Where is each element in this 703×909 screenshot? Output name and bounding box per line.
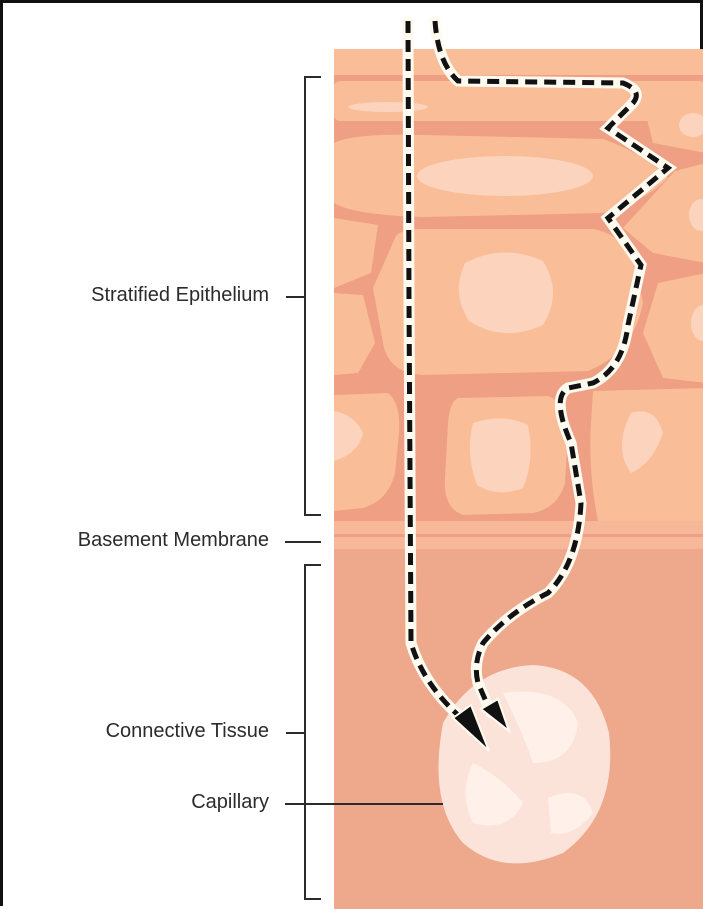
cell-nucleus	[470, 418, 531, 492]
epithelium-bracket	[305, 77, 321, 515]
basement-membrane-label: Basement Membrane	[78, 529, 269, 552]
connective-tissue-bracket	[305, 565, 321, 899]
tissue-diagram	[3, 3, 703, 909]
cell-nucleus	[348, 102, 428, 112]
basement-membrane-line	[334, 534, 703, 537]
cell-nucleus	[417, 156, 593, 196]
stratified-epithelium-region	[334, 49, 703, 521]
epithelium-cell	[334, 49, 703, 75]
cell-nucleus	[459, 252, 553, 333]
stratified-epithelium-label: Stratified Epithelium	[91, 284, 269, 307]
connective-tissue-label: Connective Tissue	[106, 720, 269, 743]
capillary-label: Capillary	[191, 791, 269, 814]
